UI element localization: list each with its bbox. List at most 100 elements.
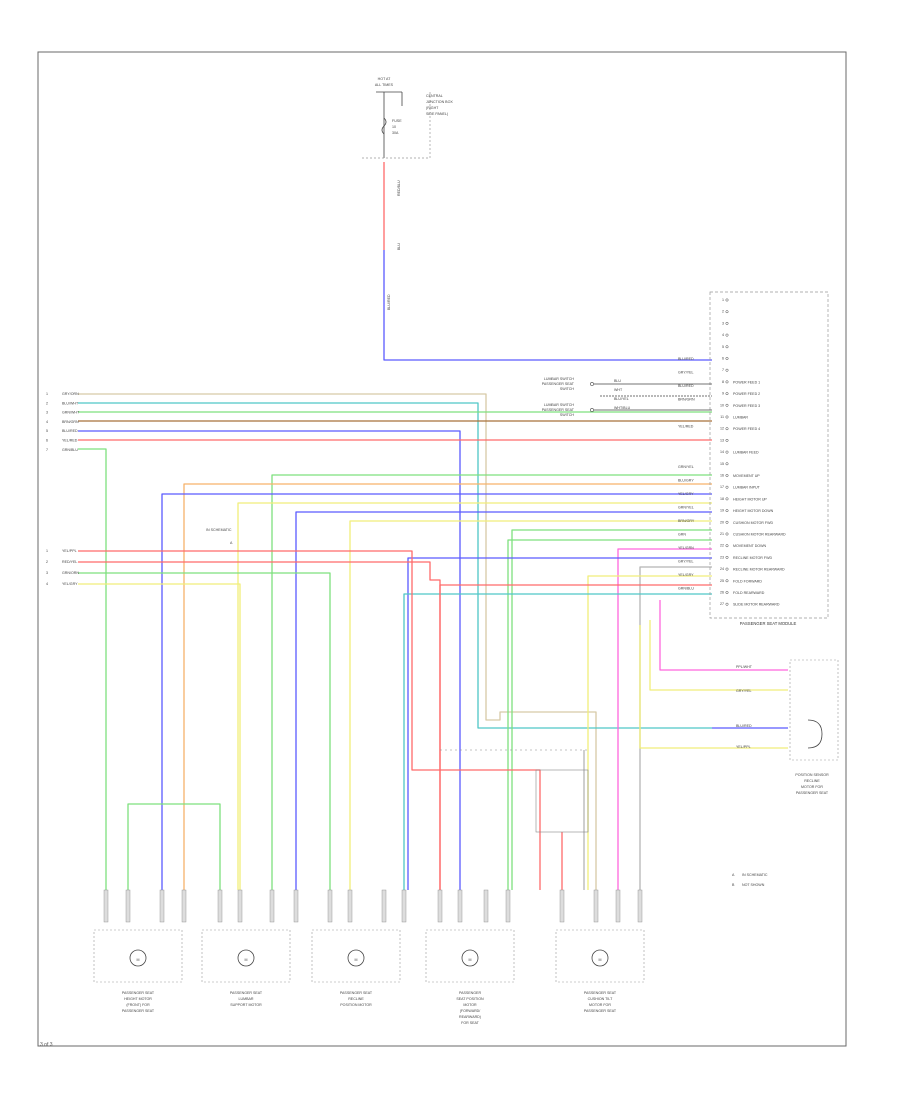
wires-layer: [78, 162, 788, 890]
left-connector-pin: 1: [46, 392, 48, 396]
left-wire-label: YEL/RED: [62, 439, 78, 443]
module-pin-number: 15: [720, 462, 724, 466]
bridge-wire: [127, 803, 221, 890]
module-pin-name: FOLD REARWARD: [733, 591, 765, 595]
module-pin-name: MOVEMENT DOWN: [733, 544, 766, 548]
motor-symbol: [461, 949, 479, 967]
module-pin: [725, 462, 729, 466]
module-pin: [725, 427, 729, 431]
module-pin-number: 8: [722, 380, 724, 384]
module-pin-name: LUMBAR: [733, 416, 748, 420]
module-wire-label: GRN/YEL: [678, 465, 694, 469]
module-pin: [725, 357, 729, 360]
wire-module-8: [507, 539, 712, 890]
left-wire-label: GRN/BLU: [62, 448, 78, 452]
supply-wire-label: BLU/RED: [387, 294, 391, 310]
module-pin-name: LUMBAR INPUT: [733, 486, 761, 490]
motor-m-label: M: [137, 958, 140, 962]
module-pin-number: 16: [720, 474, 724, 478]
junction-box-outline: [362, 92, 431, 159]
lumbar-switch-wire-label: WHT: [614, 388, 623, 392]
wire-sensor-ppl-wht: [659, 600, 788, 671]
module-wire-label: BRN/GRY: [678, 519, 695, 523]
lumbar-switch-wire-label: BLU: [614, 379, 621, 383]
diagram-border: [37, 51, 847, 1047]
fuse-block-note: CENTRAL: [426, 94, 443, 98]
legend-text: IN SCHEMATIC: [742, 873, 768, 877]
wire-module-6: [349, 520, 712, 890]
module-wire-label: YEL/GRY: [678, 492, 694, 496]
module-pin-number: 21: [720, 532, 724, 536]
sensor-wire-label: PPL/WHT: [736, 665, 753, 669]
module-wire-label: BLU/RED: [678, 357, 694, 361]
module-pin-name: HEIGHT MOTOR UP: [733, 497, 767, 501]
motor-outline: [201, 929, 291, 983]
motor-m-label: M: [469, 958, 472, 962]
left-connector-pin: 4: [46, 582, 48, 586]
connector-stub: [103, 889, 109, 923]
wire-module-5: [295, 511, 712, 890]
module-pin: [725, 509, 729, 513]
lumbar-switch-name: SWITCH: [560, 387, 575, 391]
motor-symbol: [237, 949, 255, 967]
connector-stub: [457, 889, 463, 923]
wire-blu-wht: [78, 402, 712, 729]
lumbar-switch-name: LUMBAR SWITCH: [544, 403, 575, 407]
left-wire-label: YEL/PPL: [62, 549, 77, 553]
motor-name: POSITION MOTOR: [340, 1003, 372, 1007]
wire-yel-ppl: [78, 550, 541, 890]
motor-name: PASSENGER SEAT: [122, 991, 155, 995]
module-pin: [725, 520, 729, 524]
module-pin-name: MOVEMENT UP: [733, 474, 760, 478]
module-pin: [725, 392, 729, 396]
module-pin-number: 9: [722, 392, 724, 396]
left-wire-label: GRN/WHT: [62, 411, 80, 415]
left-wire-label: GRY/ORN: [62, 392, 79, 396]
left-connector-pin: 2: [46, 560, 48, 564]
module-pin-name: CUSHION MOTOR FWD: [733, 521, 773, 525]
module-pin: [725, 485, 729, 489]
fuse-block-note: SIDE PANEL): [426, 112, 448, 116]
module-pin-number: 4: [722, 333, 724, 337]
wire-module-2: [183, 483, 712, 890]
wire-module-4: [237, 502, 712, 890]
module-pin-name: RECLINE MOTOR REARWARD: [733, 568, 785, 572]
lumbar-switch-name: PASSENGER SEAT: [542, 408, 575, 412]
module-pin-number: 20: [720, 520, 724, 524]
module-pin: [725, 579, 729, 583]
module-pin-name: POWER FEED 4: [733, 427, 760, 431]
module-pin-number: 10: [720, 403, 724, 407]
sensor-name: MOTOR FOR: [801, 785, 823, 789]
connector-stub: [181, 889, 187, 923]
motor-name: REARWARD): [459, 1015, 481, 1019]
fuse-symbol: [381, 117, 387, 135]
connector-stub: [269, 889, 275, 923]
module-pin: [725, 438, 729, 442]
sensor-wire-label: GRY/YEL: [736, 689, 752, 693]
module-pin: [725, 544, 729, 548]
connector-stub: [347, 889, 353, 923]
module-pin-name: RECLINE MOTOR FWD: [733, 556, 772, 560]
left-wire-label: BLU/RED: [62, 429, 78, 433]
wire-sensor-yel-ppl: [639, 625, 788, 749]
module-pin-number: 1: [722, 298, 724, 302]
motor-outline: [311, 929, 401, 983]
connector-stub: [293, 889, 299, 923]
module-pin-number: 19: [720, 509, 724, 513]
wire-module-3: [161, 493, 712, 890]
sensor-name: RECLINE: [804, 779, 820, 783]
module-pin-name: HEIGHT MOTOR DOWN: [733, 509, 774, 513]
motor-name: PASSENGER SEAT: [340, 991, 373, 995]
left-connector-pin: 5: [46, 429, 48, 433]
module-pin-number: 7: [722, 368, 724, 372]
module-wire-label: GRN: [678, 533, 686, 537]
connector-stub: [125, 889, 131, 923]
connector-ref-label: IN SCHEMATIC: [206, 528, 232, 532]
left-wire-label: YEL/GRY: [62, 582, 78, 586]
wire-red-yel: [78, 561, 441, 890]
module-pin-number: 11: [720, 415, 724, 419]
module-pin-name: SLIDE MOTOR REARWARD: [733, 603, 780, 607]
connector-stub: [483, 889, 489, 923]
